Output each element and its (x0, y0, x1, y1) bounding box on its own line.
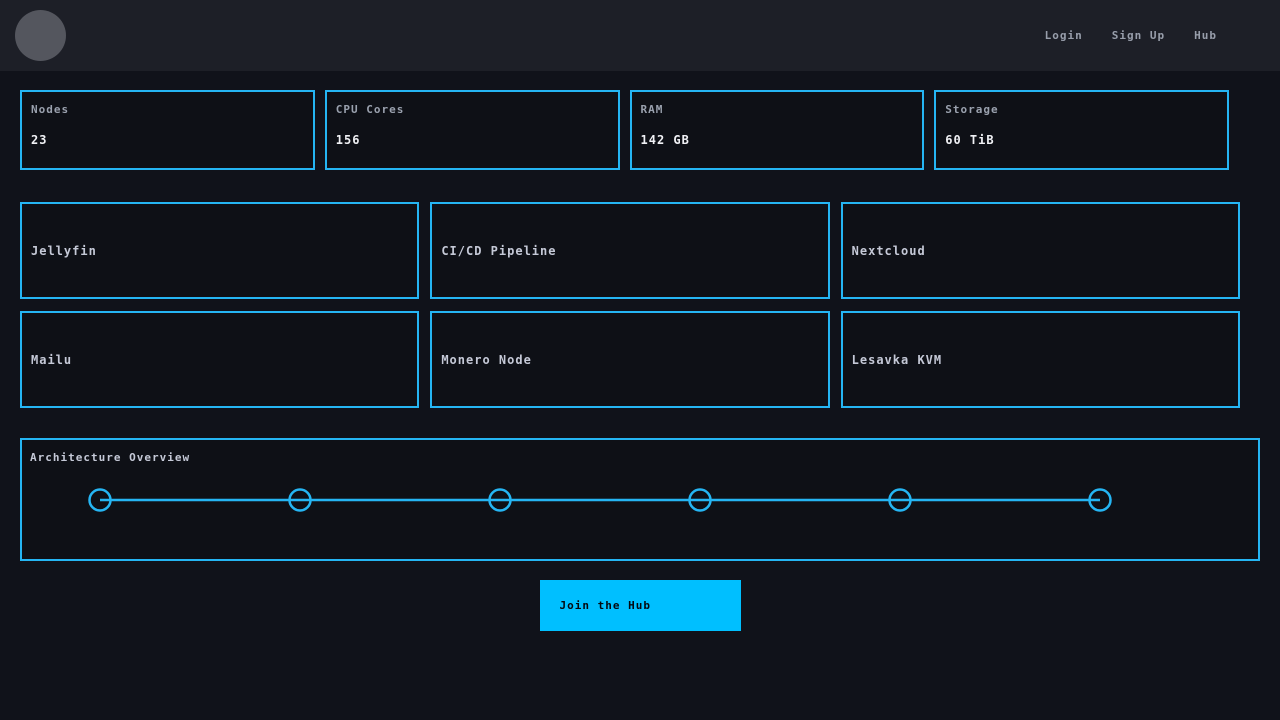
service-name: Jellyfin (31, 244, 97, 258)
stat-card-nodes: Nodes 23 (20, 90, 315, 170)
service-name: CI/CD Pipeline (441, 244, 556, 258)
stat-label: RAM (641, 103, 914, 116)
service-card-jellyfin[interactable]: Jellyfin (20, 202, 419, 299)
service-card-monero-node[interactable]: Monero Node (430, 311, 829, 408)
service-card-cicd-pipeline[interactable]: CI/CD Pipeline (430, 202, 829, 299)
cta-row: Join the Hub (0, 580, 1280, 631)
join-hub-button[interactable]: Join the Hub (540, 580, 741, 631)
stat-value: 60 TiB (945, 133, 1218, 147)
stat-label: Nodes (31, 103, 304, 116)
stat-card-cpu-cores: CPU Cores 156 (325, 90, 620, 170)
service-card-nextcloud[interactable]: Nextcloud (841, 202, 1240, 299)
stat-card-storage: Storage 60 TiB (934, 90, 1229, 170)
stat-label: CPU Cores (336, 103, 609, 116)
stat-card-ram: RAM 142 GB (630, 90, 925, 170)
service-card-mailu[interactable]: Mailu (20, 311, 419, 408)
stat-value: 23 (31, 133, 304, 147)
service-card-lesavka-kvm[interactable]: Lesavka KVM (841, 311, 1240, 408)
architecture-diagram (22, 440, 1258, 559)
nav-link-hub[interactable]: Hub (1194, 29, 1217, 42)
nav-link-signup[interactable]: Sign Up (1112, 29, 1165, 42)
nav-links: Login Sign Up Hub (1045, 29, 1217, 42)
service-name: Monero Node (441, 353, 531, 367)
service-name: Lesavka KVM (852, 353, 942, 367)
stat-value: 142 GB (641, 133, 914, 147)
nav-link-login[interactable]: Login (1045, 29, 1083, 42)
services-grid: Jellyfin CI/CD Pipeline Nextcloud Mailu … (20, 202, 1240, 408)
service-name: Nextcloud (852, 244, 926, 258)
service-name: Mailu (31, 353, 72, 367)
stat-label: Storage (945, 103, 1218, 116)
navbar: Login Sign Up Hub (0, 0, 1280, 71)
logo-avatar[interactable] (15, 10, 66, 61)
stats-row: Nodes 23 CPU Cores 156 RAM 142 GB Storag… (20, 90, 1229, 170)
stat-value: 156 (336, 133, 609, 147)
main-content: Nodes 23 CPU Cores 156 RAM 142 GB Storag… (0, 90, 1280, 631)
architecture-overview-card: Architecture Overview (20, 438, 1260, 561)
